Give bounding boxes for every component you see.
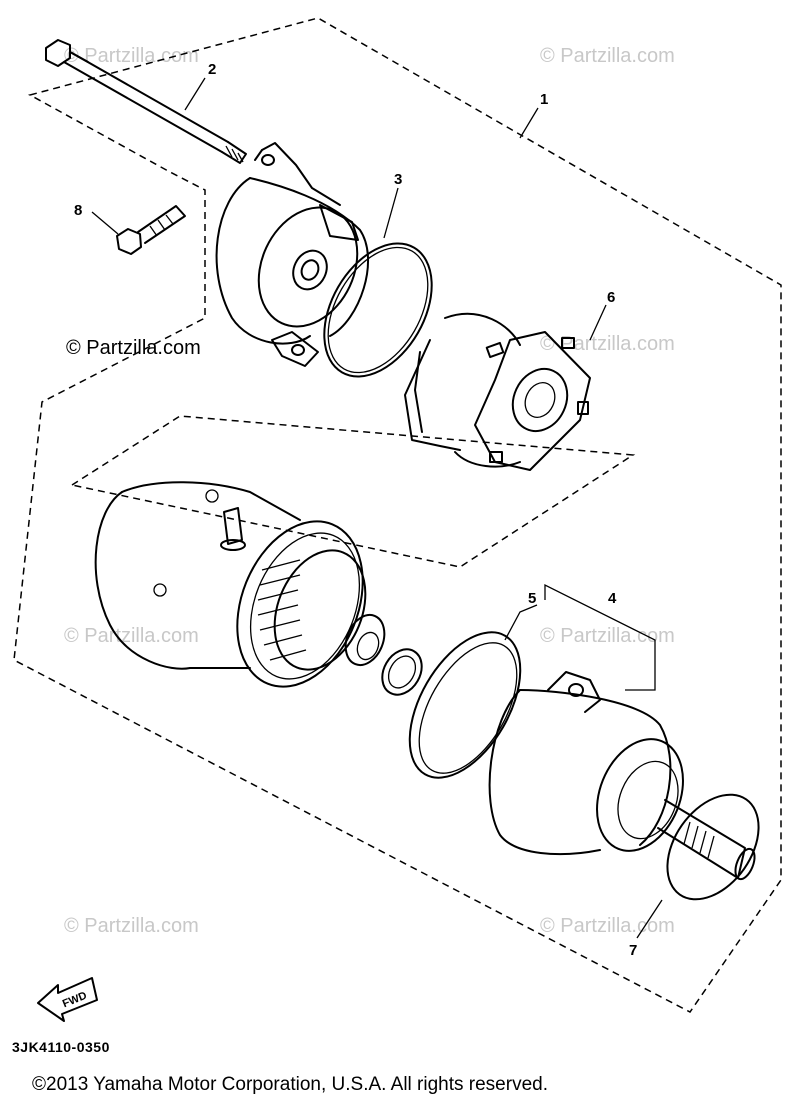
brush-holder <box>404 312 591 471</box>
callout-7: 7 <box>629 942 637 959</box>
o-ring-medium <box>408 631 522 779</box>
armature-core <box>257 549 367 671</box>
callout-1: 1 <box>540 91 548 108</box>
callout-6: 6 <box>607 289 615 306</box>
callout-5: 5 <box>528 590 536 607</box>
washer-inner <box>387 655 417 689</box>
watermark-top-left: © Partzilla.com <box>64 45 199 67</box>
assembly-boundary <box>13 17 782 1013</box>
watermark-lower-right: © Partzilla.com <box>540 625 675 647</box>
o-ring-large-inner <box>327 246 429 374</box>
mounting-bolt <box>116 205 186 255</box>
o-ring-medium-inner <box>418 642 518 774</box>
rear-cover <box>215 142 369 367</box>
watermark-top-right: © Partzilla.com <box>540 45 675 67</box>
washer <box>381 648 423 696</box>
fwd-label: FWD <box>61 990 89 1011</box>
through-bolt <box>45 39 247 164</box>
watermark-dark: © Partzilla.com <box>66 337 201 359</box>
watermark-mid-right: © Partzilla.com <box>540 333 675 355</box>
watermark-lower-left: © Partzilla.com <box>64 625 199 647</box>
watermark-bottom-left: © Partzilla.com <box>64 915 199 937</box>
part-code: 3JK4110-0350 <box>12 1039 110 1055</box>
fwd-arrow-icon: FWD <box>37 977 98 1022</box>
watermark-bottom-right: © Partzilla.com <box>540 915 675 937</box>
callout-8: 8 <box>74 202 82 219</box>
o-ring-small <box>666 793 760 901</box>
o-ring-large <box>323 242 433 378</box>
callout-4: 4 <box>608 590 617 607</box>
subassembly-plane <box>70 415 636 568</box>
copyright-notice: ©2013 Yamaha Motor Corporation, U.S.A. A… <box>32 1074 548 1095</box>
front-cover <box>488 671 756 881</box>
callout-3: 3 <box>394 171 402 188</box>
motor-yoke <box>94 481 386 688</box>
callout-2: 2 <box>208 61 216 78</box>
leader-lines <box>91 77 663 939</box>
